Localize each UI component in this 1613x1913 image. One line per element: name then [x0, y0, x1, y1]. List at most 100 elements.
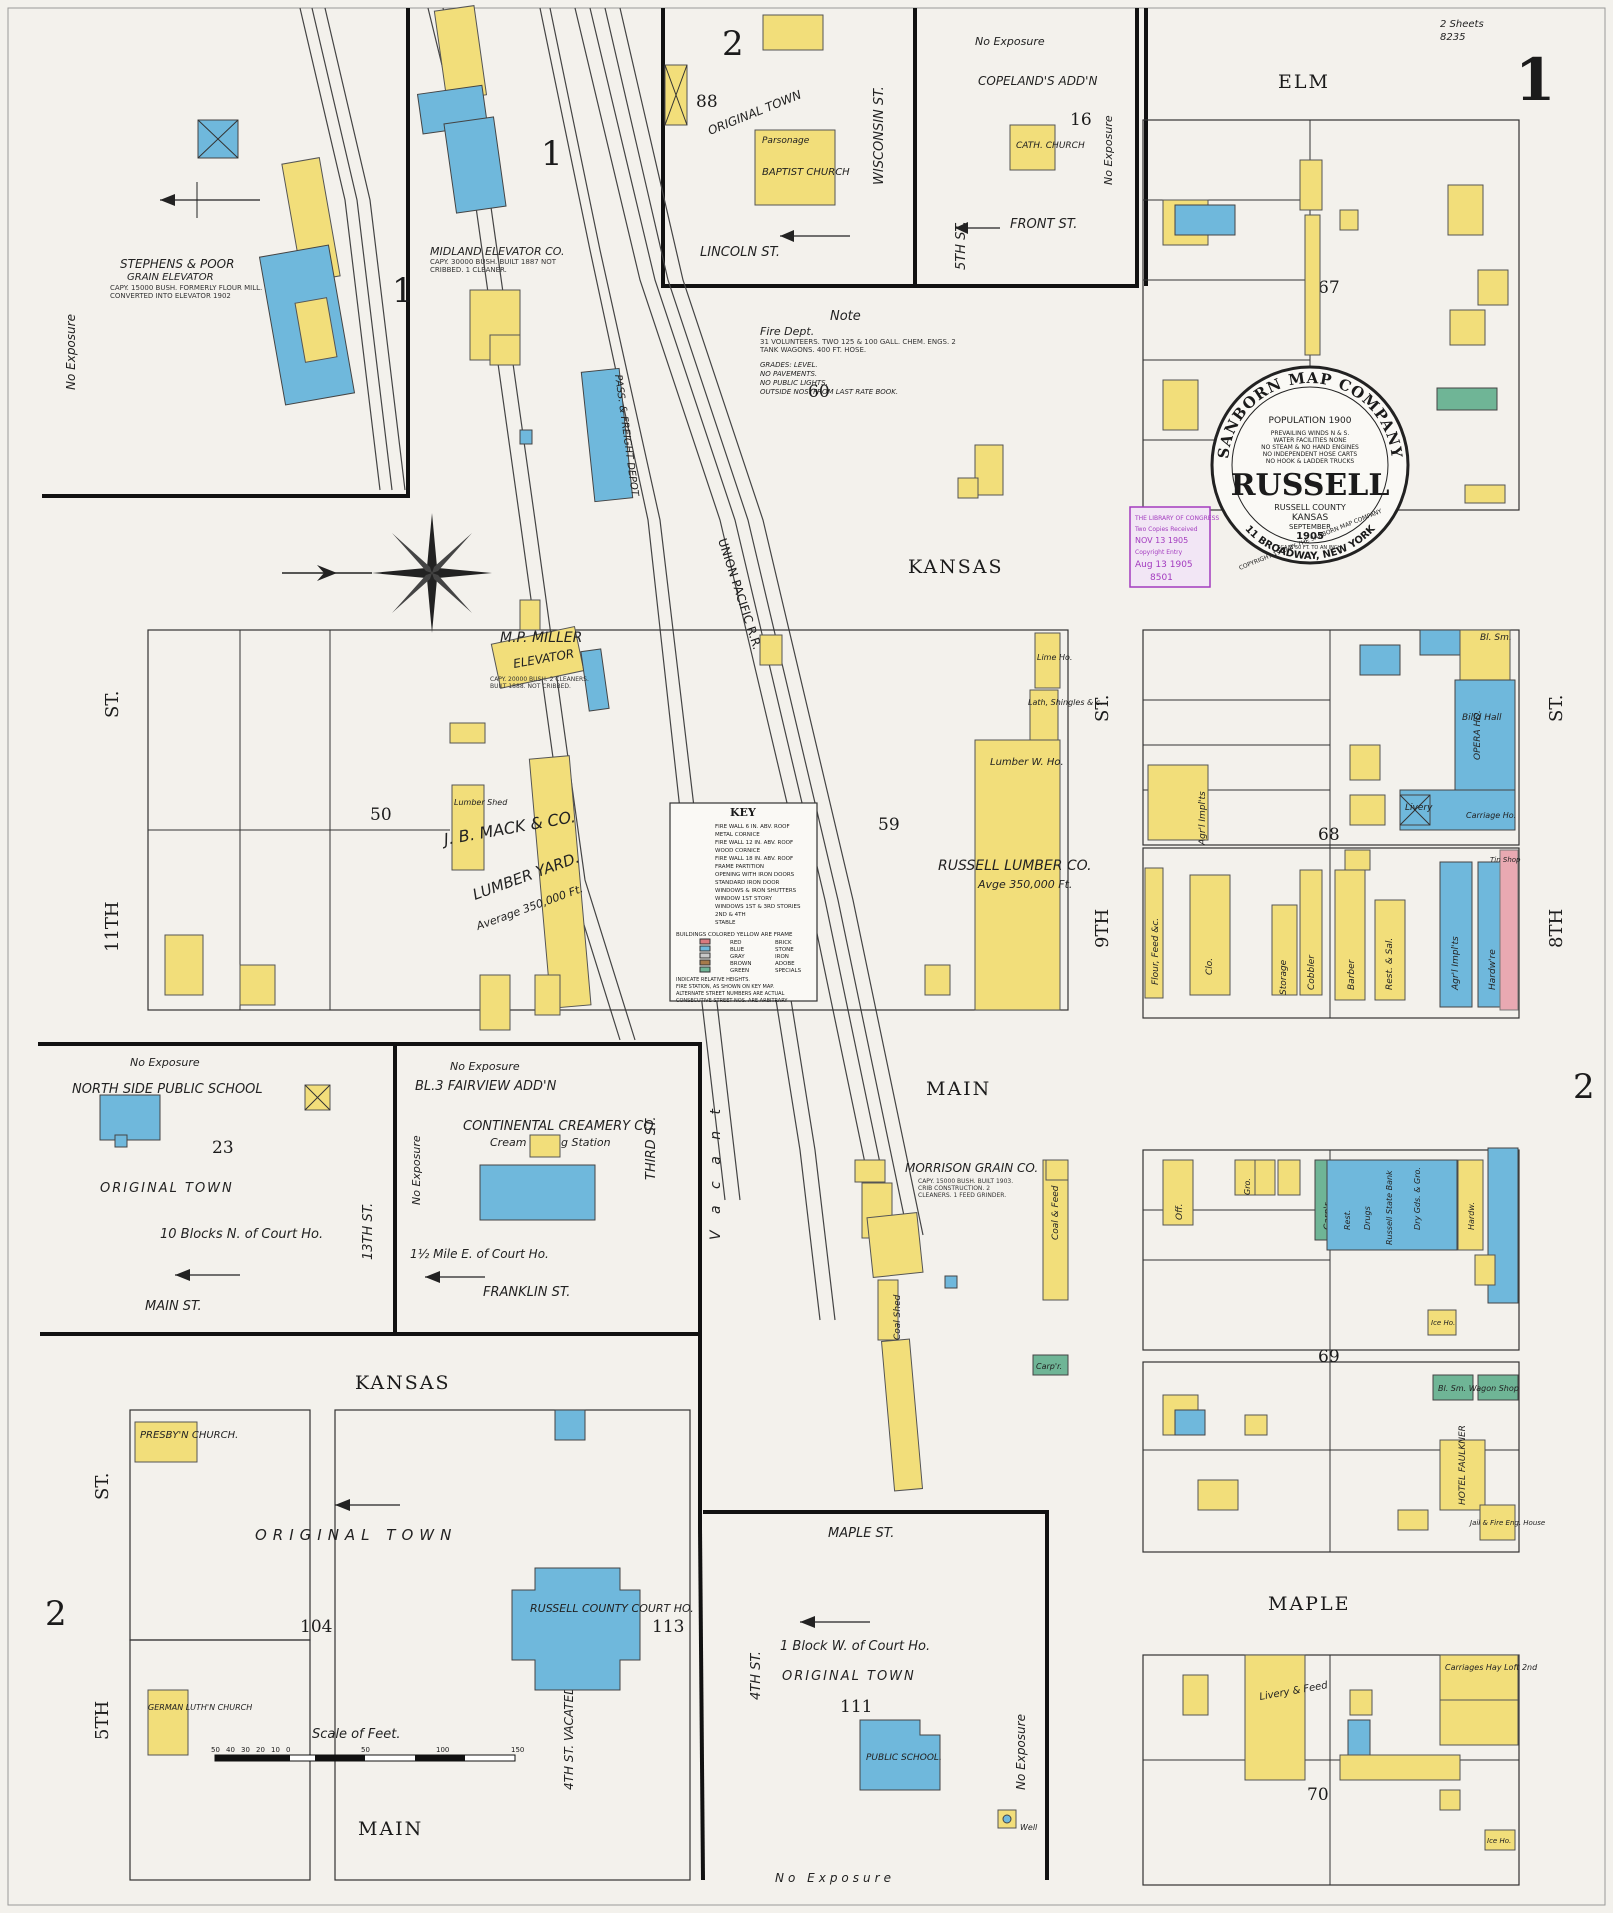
flour-feed-label: Flour, Feed &c. [1151, 918, 1161, 985]
block-outlines [129, 119, 1520, 1886]
rest-sal-label: Rest. & Sal. [1385, 938, 1395, 990]
street-5th-st: ST. [92, 1473, 113, 1500]
fire-note-outside: OUTSIDE NOS. FROM LAST RATE BOOK. [760, 388, 898, 396]
russell-lumber-label: RUSSELL LUMBER CO. [938, 858, 1092, 874]
library-stamp: THE LIBRARY OF CONGRESS Two Copies Recei… [1129, 506, 1219, 588]
seal-scale: SCALE 50 FT. TO AN INCH. [1277, 545, 1343, 551]
jail-label: Jail & Fire Eng. House [1468, 1519, 1545, 1527]
key-row: FIRE WALL 6 IN. ABV. ROOF [715, 824, 790, 830]
key-color-swatch [699, 952, 711, 959]
sheet-ref-2-left: 2 [45, 1594, 67, 1634]
scale-title: Scale of Feet. [312, 1727, 400, 1742]
fire-note-lights: NO PUBLIC LIGHTS. [760, 379, 828, 387]
key-row: FIRE WALL 12 IN. ABV. ROOF [715, 840, 793, 846]
street-third: THIRD ST. [644, 1116, 659, 1180]
key-row: FRAME PARTITION [715, 864, 764, 870]
street-elm: ELM [1278, 71, 1330, 93]
billd-hall-label: Billd Hall [1462, 713, 1502, 723]
scale-tick-label: 10 [271, 1746, 280, 1754]
pass-freight-depot [580, 367, 634, 503]
hardw-label: Hardw. [1467, 1202, 1476, 1230]
block-67: 67 [1318, 278, 1340, 298]
map-key: KEY [669, 802, 818, 1002]
fire-note-grades: GRADES: LEVEL. [760, 361, 818, 369]
key-color-material: SPECIALS [775, 968, 802, 974]
bl-sm-label: Bl. Sm. [1480, 633, 1512, 643]
block-111: 111 [840, 1697, 872, 1717]
key-color-name: BLUE [730, 947, 745, 953]
no-exposure-copelands: No Exposure [1102, 115, 1115, 185]
seal-winds: PREVAILING WINDS N & S. [1271, 430, 1350, 437]
street-9th-st: ST. [1092, 695, 1113, 722]
street-5th: 5TH [92, 1701, 113, 1740]
original-town-4: ORIGINAL TOWN [782, 1669, 916, 1684]
street-lincoln: LINCOLN ST. [700, 245, 780, 260]
key-row: STABLE [715, 920, 736, 926]
ice-ho-label-1: Ice Ho. [1431, 1319, 1455, 1327]
gro-label: Gro. [1243, 1178, 1252, 1195]
block-69: 69 [1318, 1347, 1340, 1367]
morrison-note: CAPY. 15000 BUSH. BUILT 1903. CRIB CONST… [918, 1178, 1013, 1199]
miller-elevator-area: M.P. MILLER ELEVATOR CAPY. 20000 BUSH. 2… [449, 599, 783, 744]
street-maple-inset: MAPLE ST. [828, 1526, 894, 1541]
key-row: STANDARD IRON DOOR [715, 880, 780, 886]
copelands-inset: No Exposure COPELAND'S ADD'N CATH. CHURC… [955, 35, 1115, 234]
well-label: Well [1020, 1823, 1038, 1832]
dry-goods-label: Dry Gds. & Gro. [1413, 1167, 1422, 1230]
carriages-label: Carriages Hay Loft 2nd [1445, 1663, 1538, 1672]
north-school [99, 1094, 161, 1141]
scale-tick-label: 40 [226, 1746, 235, 1754]
ice-ho-label-2: Ice Ho. [1487, 1837, 1511, 1845]
street-9th: 9TH [1092, 909, 1113, 948]
street-4th: 4TH ST. [749, 1651, 764, 1700]
street-8th: 8TH [1546, 909, 1567, 948]
key-row: METAL CORNICE [715, 832, 760, 838]
court-ho-label: RUSSELL COUNTY COURT HO. [530, 1602, 694, 1615]
livery-label: Livery [1405, 803, 1433, 813]
carriage-ho-label: Carriage Ho. [1466, 811, 1516, 820]
street-franklin: FRANKLIN ST. [483, 1285, 570, 1300]
stephens-poor-area: No Exposure STEPHENS & POOR GRAIN ELEVAT… [64, 119, 356, 406]
seal-state: KANSAS [1292, 513, 1329, 523]
ten-blocks-label: 10 Blocks N. of Court Ho. [160, 1227, 323, 1242]
street-11th: 11TH [102, 901, 123, 952]
miller-elevator [490, 625, 585, 689]
block-69-buildings: Bl. Sm. Wagon Shop HOTEL FAULKNER Jail &… [1162, 1374, 1545, 1541]
street-kansas-west: KANSAS [355, 1372, 451, 1394]
state-bank-row [1326, 1159, 1458, 1251]
block-67-buildings [1162, 159, 1509, 504]
no-exposure-school-e: No Exposure [1014, 1714, 1028, 1790]
scale-tick-label: 30 [241, 1746, 250, 1754]
block-68-buildings: Agr'l Impl'ts OPERA HO. Billd Hall Liver… [1144, 629, 1521, 1011]
main-south-buildings: Off. Carp'r. Rest. Drugs Russell State B… [1162, 1147, 1519, 1336]
fairview-label: BL.3 FAIRVIEW ADD'N [415, 1079, 557, 1094]
key-color-material: STONE [775, 947, 794, 953]
seal-water: WATER FACILITIES NONE [1273, 437, 1346, 444]
public-school-label: PUBLIC SCHOOL. [866, 1753, 942, 1763]
w-court-label: 1 Block W. of Court Ho. [780, 1639, 930, 1654]
public-school [859, 1719, 941, 1791]
street-11th-st: ST. [102, 691, 123, 718]
block-70: 70 [1307, 1785, 1329, 1805]
grain-elevator-label: GRAIN ELEVATOR [127, 272, 214, 283]
key-color-swatch [699, 966, 711, 973]
german-luth-church [147, 1689, 189, 1756]
stamp-line5: Aug 13 1905 [1135, 560, 1193, 570]
key-row: 2ND & 4TH [715, 912, 746, 918]
key-footnote: ALTERNATE STREET NUMBERS ARE ACTUAL [676, 991, 785, 997]
sheet-ref-1: 1 [392, 271, 414, 311]
fire-dept-label: Fire Dept. [760, 325, 814, 338]
german-label: GERMAN LUTH'N CHURCH [148, 1703, 252, 1712]
no-exposure-creamery: No Exposure [450, 1060, 520, 1073]
hardware-label: Hardw're [1488, 949, 1498, 990]
barber-label: Barber [1347, 958, 1357, 990]
sheet-ref-2-right: 2 [1573, 1067, 1595, 1107]
key-footnote: INDICATE RELATIVE HEIGHTS. [676, 977, 750, 983]
coal-feed-label: Coal & Feed [1051, 1185, 1061, 1240]
map-border [7, 7, 1606, 1906]
seal-town: RUSSELL [1231, 468, 1390, 503]
copelands-label: COPELAND'S ADD'N [978, 74, 1097, 88]
key-row: WOOD CORNICE [715, 848, 761, 854]
fourth-vacated: 4TH ST. VACATED [562, 1686, 576, 1790]
